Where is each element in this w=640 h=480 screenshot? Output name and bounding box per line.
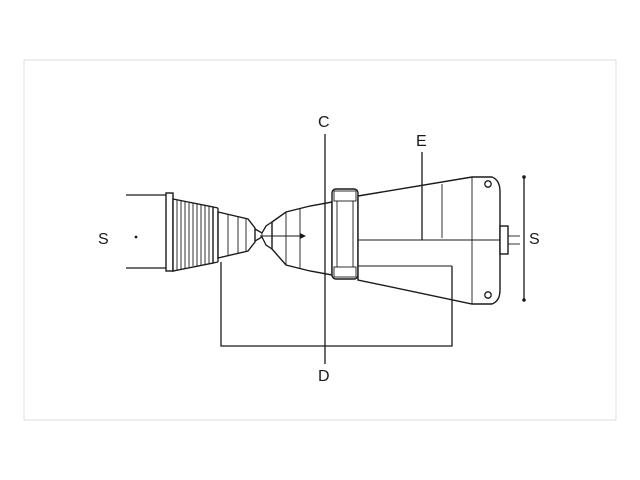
left-tube [126,194,168,269]
label-c-top: C [318,114,330,131]
left-flange [165,192,219,272]
center-axis [260,233,500,267]
right-nozzle [271,201,333,276]
dimension-line-s [522,175,526,302]
label-e-top: E [416,133,427,150]
main-body [357,176,520,305]
reference-line-e [421,152,443,240]
coupling-joint [254,221,273,250]
page-frame [23,59,617,421]
label-s-left: S [98,231,109,248]
base-bracket [220,262,453,347]
collar-ring [331,188,359,280]
left-marker-dot [134,235,138,239]
left-nozzle [217,211,256,259]
axis-arrow-icon [300,233,306,239]
label-s-right: S [529,231,540,248]
label-d-bottom: D [318,368,330,385]
